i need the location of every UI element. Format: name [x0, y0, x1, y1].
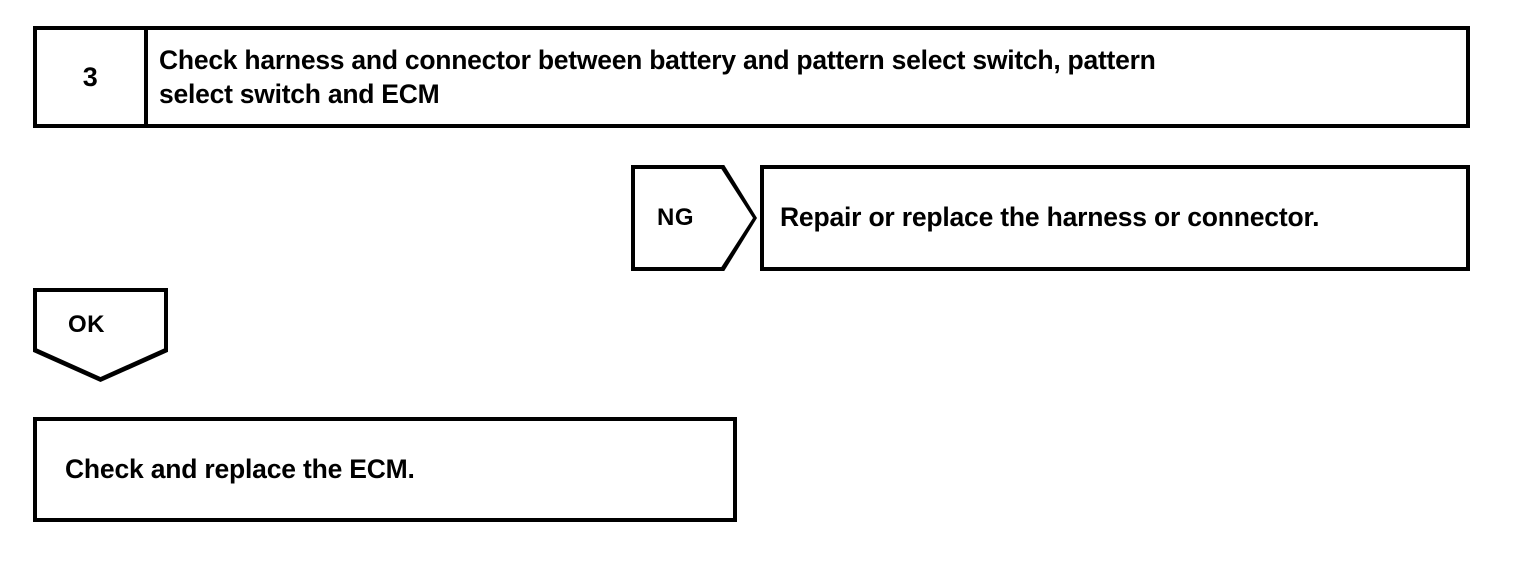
step-number: 3 — [82, 61, 99, 92]
ng-branch: NG Repair or replace the harness or conn… — [631, 165, 1470, 271]
ok-result-text: Check and replace the ECM. — [65, 453, 415, 484]
ng-tag-label: NG — [657, 204, 694, 231]
step-instruction-text: Check harness and connector between batt… — [159, 45, 1156, 109]
ng-result-box: Repair or replace the harness or connect… — [760, 165, 1470, 271]
step-instruction-cell: Check harness and connector between batt… — [148, 30, 1466, 124]
ok-result-box: Check and replace the ECM. — [33, 417, 737, 522]
ok-tag-label: OK — [68, 311, 105, 338]
step-row: 3 Check harness and connector between ba… — [33, 26, 1470, 128]
step-number-cell: 3 — [37, 30, 148, 124]
ng-result-text: Repair or replace the harness or connect… — [780, 202, 1320, 233]
ng-arrow-right-icon — [631, 165, 757, 271]
ng-arrow-fill — [635, 169, 753, 267]
